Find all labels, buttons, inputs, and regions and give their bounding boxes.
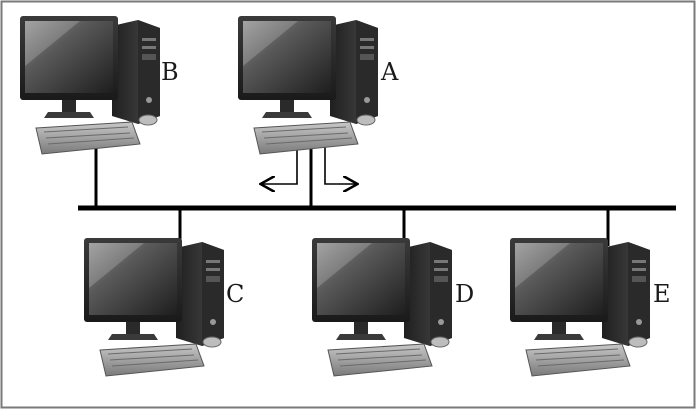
computer-label-d: D [455, 280, 474, 308]
computer-label-a: A [380, 58, 399, 86]
arrow-right-icon [324, 146, 356, 184]
computer-label-c: C [226, 280, 244, 308]
computer-label-e: E [653, 280, 671, 308]
computer-label-b: B [161, 58, 179, 86]
arrow-left-icon [262, 146, 298, 184]
